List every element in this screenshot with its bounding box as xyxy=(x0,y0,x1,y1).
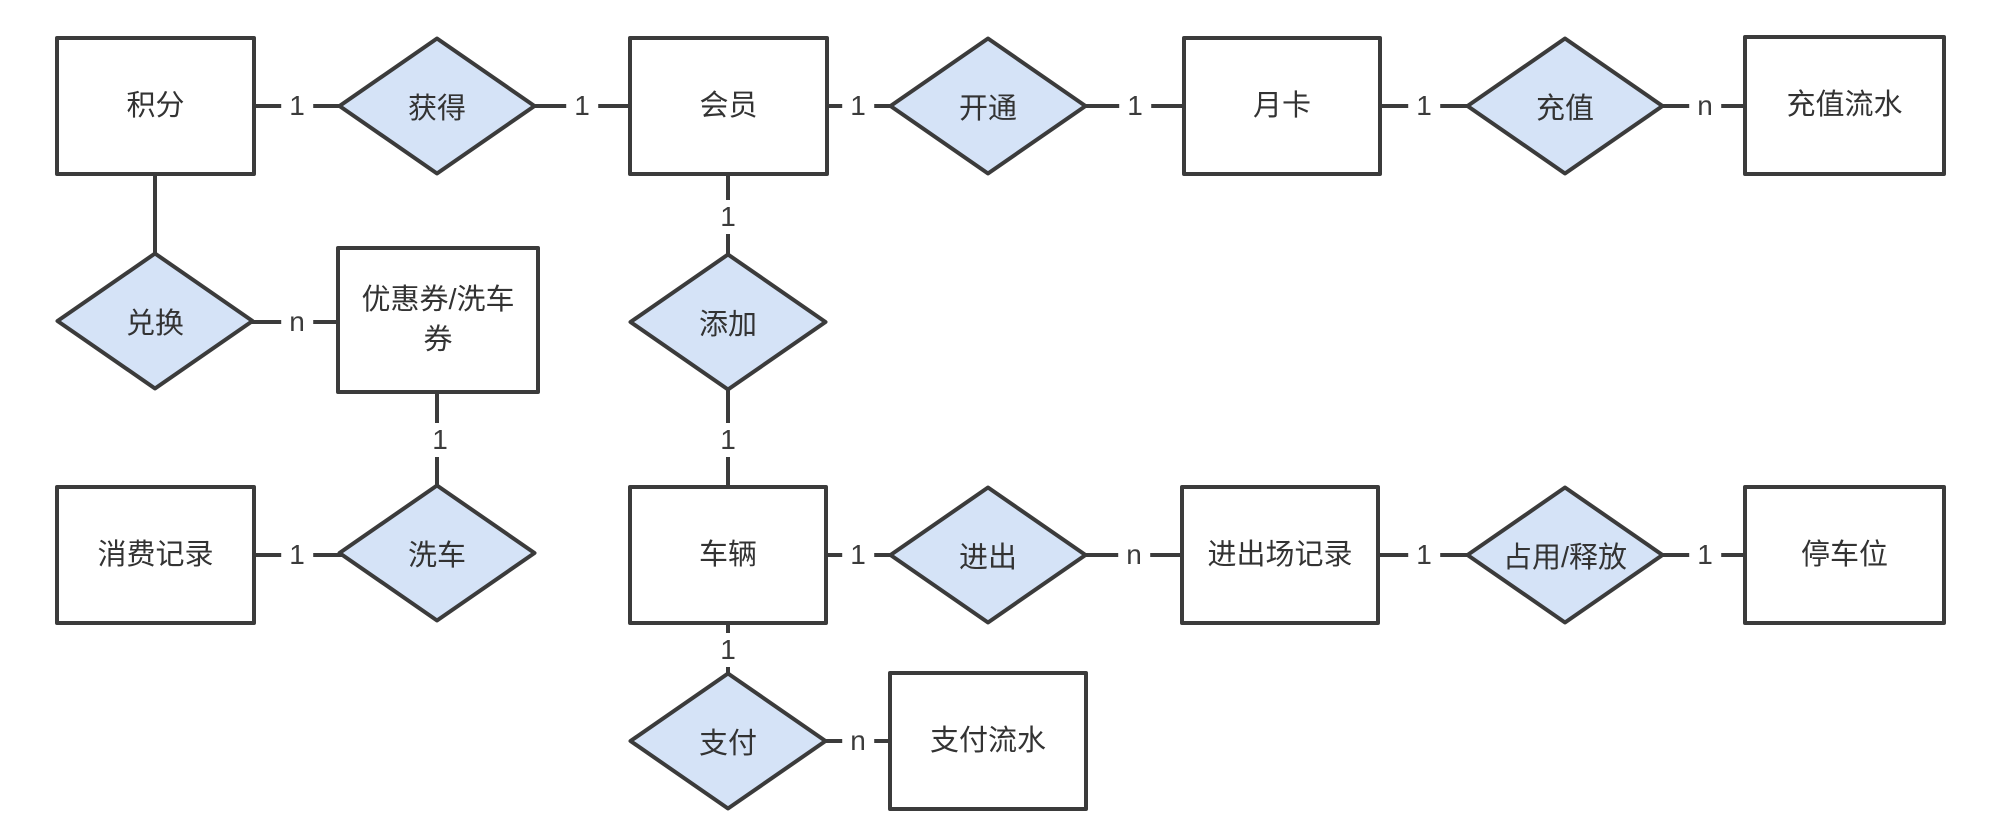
entity-payment-flow: 支付流水 xyxy=(888,671,1088,811)
diamond-shape xyxy=(1465,485,1665,625)
relationship-pay: 支付 xyxy=(628,671,828,811)
relationship-label: 开通 xyxy=(958,93,1017,125)
diamond-shape xyxy=(888,485,1088,625)
cardinality-label: 1 xyxy=(566,89,598,123)
relationship-car-wash: 洗车 xyxy=(337,483,537,623)
relationship-label: 添加 xyxy=(698,309,757,341)
relationship-label: 支付 xyxy=(698,728,757,760)
entity-monthly-card: 月卡 xyxy=(1182,36,1382,176)
entity-label: 停车位 xyxy=(1800,538,1888,571)
diamond-shape xyxy=(628,252,828,392)
cardinality-label: n xyxy=(842,724,874,758)
cardinality-label: n xyxy=(281,305,313,339)
relationship-label: 充值 xyxy=(1535,93,1594,125)
relationship-entry-exit: 进出 xyxy=(888,485,1088,625)
entity-label: 会员 xyxy=(699,89,758,122)
entity-label: 车辆 xyxy=(698,538,757,571)
diamond-shape xyxy=(628,671,828,811)
cardinality-label: 1 xyxy=(712,423,744,457)
entity-label: 优惠券/洗车券 xyxy=(361,283,515,356)
relationship-redeem: 兑换 xyxy=(55,251,255,391)
entity-points: 积分 xyxy=(55,36,256,176)
entity-label: 消费记录 xyxy=(97,538,214,571)
entity-label: 积分 xyxy=(126,89,185,122)
relationship-label: 获得 xyxy=(407,93,466,125)
relationship-label: 进出 xyxy=(958,542,1017,574)
entity-parking-space: 停车位 xyxy=(1743,485,1946,625)
relationship-label: 占用/释放 xyxy=(1502,542,1628,574)
connector-line xyxy=(153,174,157,256)
relationship-activate: 开通 xyxy=(888,36,1088,176)
relationship-label: 洗车 xyxy=(407,540,466,572)
entity-consumption-record: 消费记录 xyxy=(55,485,256,625)
cardinality-label: n xyxy=(1118,538,1150,572)
entity-coupon: 优惠券/洗车券 xyxy=(336,246,540,394)
relationship-recharge: 充值 xyxy=(1465,36,1665,176)
cardinality-label: 1 xyxy=(1408,89,1440,123)
cardinality-label: 1 xyxy=(424,423,456,457)
entity-label: 充值流水 xyxy=(1786,89,1903,122)
diamond-shape xyxy=(337,483,537,623)
relationship-obtain: 获得 xyxy=(337,36,537,176)
cardinality-label: 1 xyxy=(712,200,744,234)
entity-label: 月卡 xyxy=(1252,89,1311,122)
cardinality-label: 1 xyxy=(842,89,874,123)
entity-label: 进出场记录 xyxy=(1207,538,1353,571)
diamond-shape xyxy=(1465,36,1665,176)
diamond-shape xyxy=(55,251,255,391)
cardinality-label: 1 xyxy=(281,538,313,572)
cardinality-label: 1 xyxy=(1408,538,1440,572)
entity-entry-exit-record: 进出场记录 xyxy=(1180,485,1380,625)
cardinality-label: 1 xyxy=(1119,89,1151,123)
relationship-label: 兑换 xyxy=(125,308,184,340)
cardinality-label: 1 xyxy=(712,633,744,667)
cardinality-label: 1 xyxy=(842,538,874,572)
entity-member: 会员 xyxy=(628,36,829,176)
diamond-shape xyxy=(337,36,537,176)
relationship-add: 添加 xyxy=(628,252,828,392)
entity-vehicle: 车辆 xyxy=(628,485,828,625)
entity-recharge-flow: 充值流水 xyxy=(1743,35,1946,176)
diamond-shape xyxy=(888,36,1088,176)
cardinality-label: 1 xyxy=(281,89,313,123)
cardinality-label: n xyxy=(1689,89,1721,123)
cardinality-label: 1 xyxy=(1689,538,1721,572)
entity-label: 支付流水 xyxy=(929,724,1046,757)
relationship-occupy-release: 占用/释放 xyxy=(1465,485,1665,625)
